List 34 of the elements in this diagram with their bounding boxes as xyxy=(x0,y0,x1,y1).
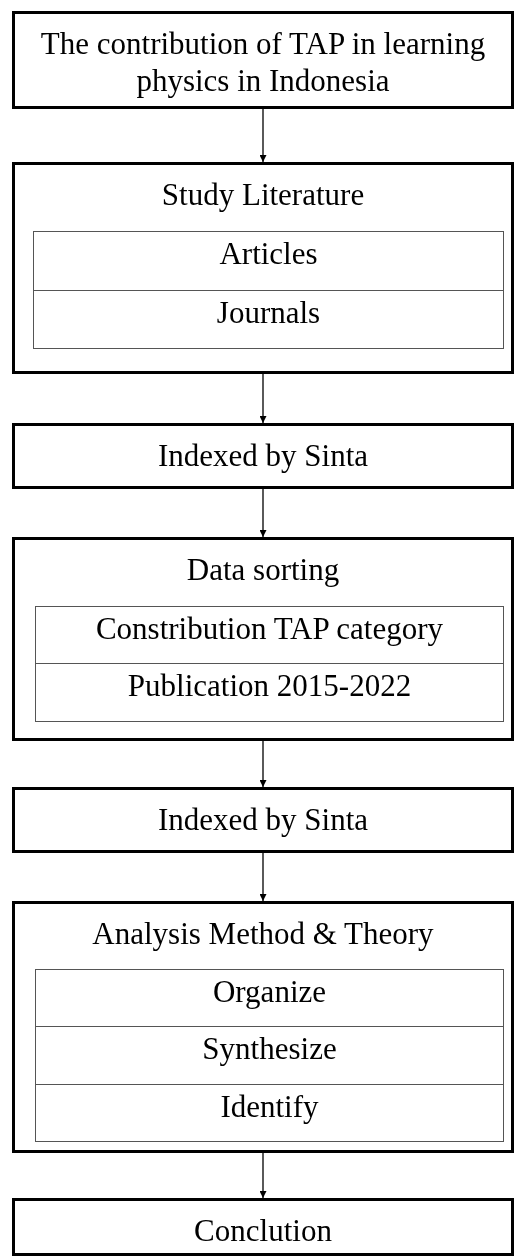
list-row-box xyxy=(33,290,504,349)
list-row-box xyxy=(35,1084,504,1142)
list-row-box xyxy=(33,231,504,291)
box-label: Articles xyxy=(218,235,319,272)
list-row-box xyxy=(35,663,504,722)
process-box xyxy=(12,423,514,489)
box-label: Study Literature xyxy=(160,176,366,213)
list-row-box xyxy=(35,606,504,664)
box-label: Data sorting xyxy=(185,551,341,588)
box-label: Indexed by Sinta xyxy=(156,437,370,474)
box-label: Constribution TAP category xyxy=(94,610,445,647)
box-label: Journals xyxy=(215,294,322,331)
process-box xyxy=(12,537,514,741)
box-label: Indexed by Sinta xyxy=(156,801,370,838)
arrow xyxy=(257,1152,269,1199)
arrow xyxy=(257,852,269,902)
box-label: Identify xyxy=(219,1088,320,1125)
process-box xyxy=(12,162,514,374)
box-label: Publication 2015-2022 xyxy=(126,667,413,704)
process-box xyxy=(12,11,514,109)
box-label: Synthesize xyxy=(201,1030,338,1067)
list-row-box xyxy=(35,969,504,1027)
arrow xyxy=(257,373,269,424)
arrow xyxy=(257,108,269,163)
box-label: Conclution xyxy=(193,1212,333,1249)
arrow xyxy=(257,488,269,538)
arrow xyxy=(257,740,269,788)
box-label: Analysis Method & Theory xyxy=(91,915,435,952)
process-box xyxy=(12,901,514,1153)
box-label: Organize xyxy=(211,973,327,1010)
process-box xyxy=(12,1198,514,1256)
process-box xyxy=(12,787,514,853)
list-row-box xyxy=(35,1026,504,1085)
box-label: The contribution of TAP in learning physics in Indonesia xyxy=(39,25,487,99)
